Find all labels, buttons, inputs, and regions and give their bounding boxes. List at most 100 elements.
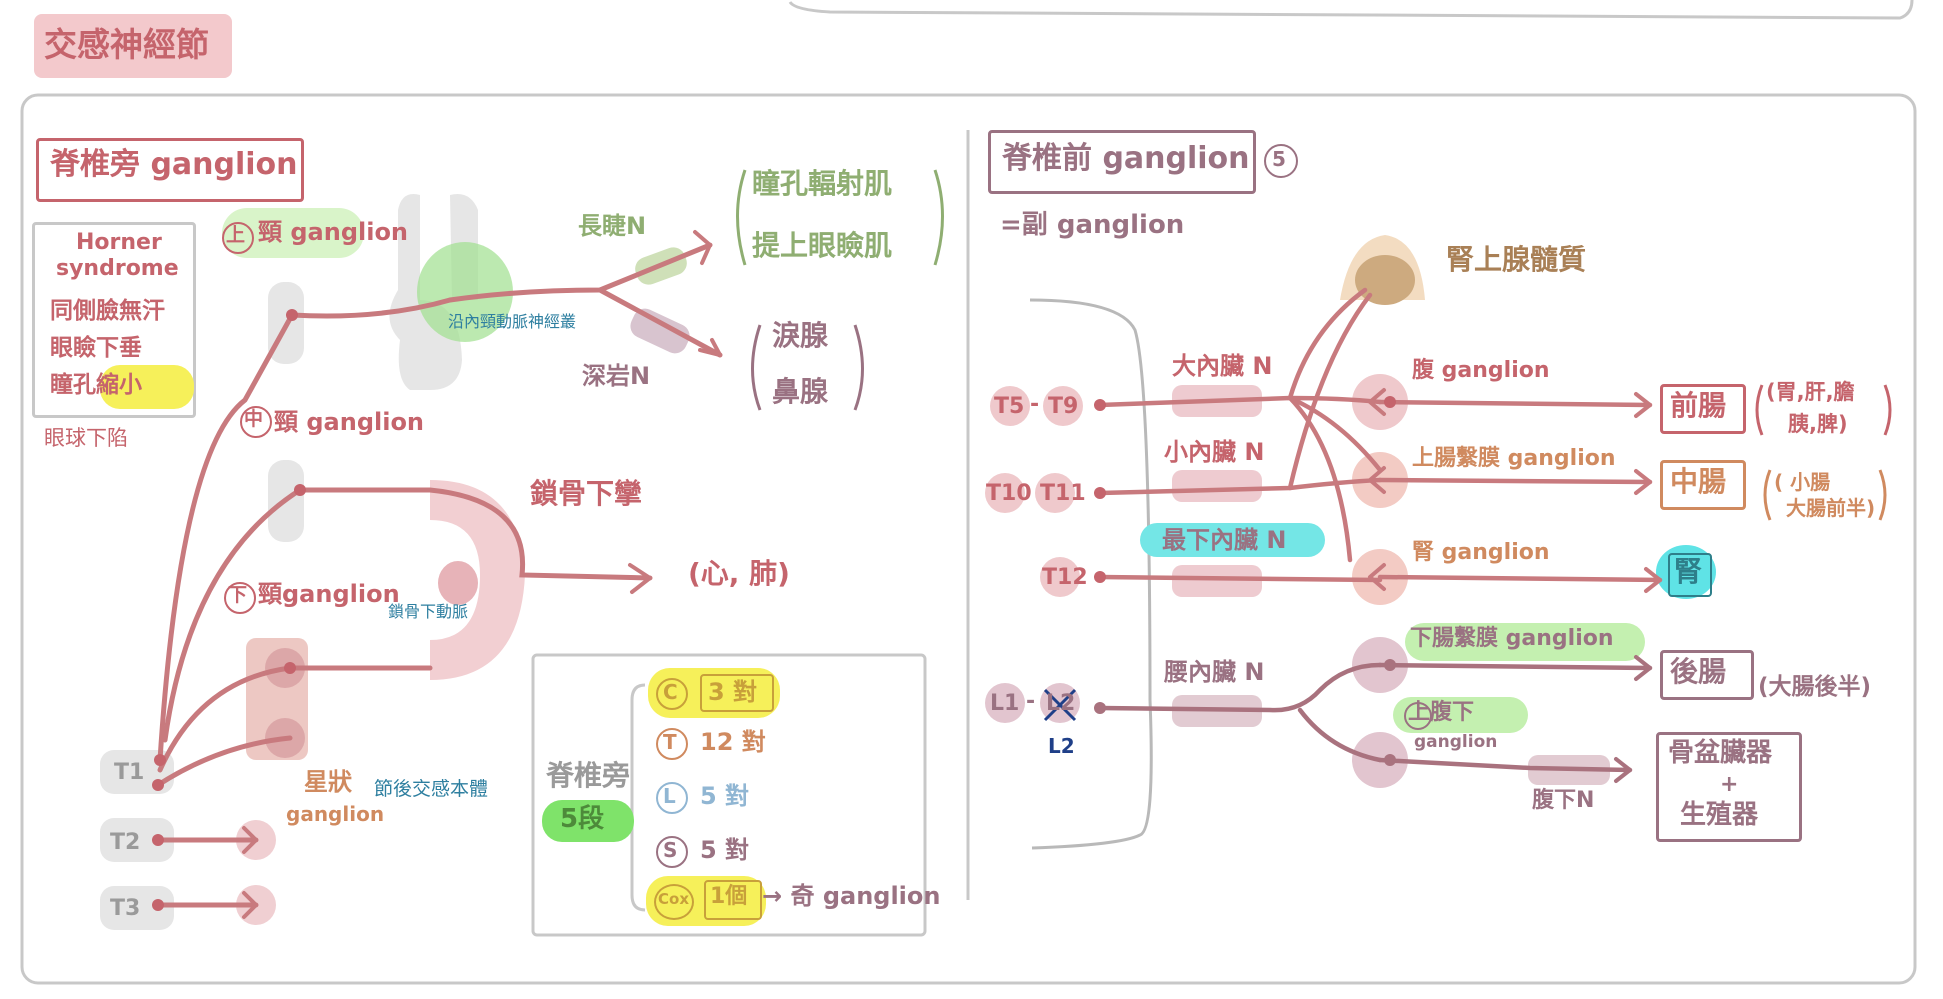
horner-title-2: syndrome	[56, 256, 179, 281]
summary-segments-badge: 5段	[560, 804, 605, 834]
t5-circle	[990, 386, 1030, 426]
level-l1-dash: -	[1026, 689, 1036, 714]
lumbar-to-hypogastric	[1297, 707, 1383, 763]
pelvic-organs-label: 骨盆臟器	[1668, 738, 1773, 768]
level-t5: T5	[994, 394, 1025, 419]
mid-cervical-to-heart	[297, 487, 653, 581]
sup-cervical-marker: 上	[226, 224, 246, 246]
hindgut-note: (大腸後半)	[1758, 674, 1872, 700]
level-l2-correction: L2	[1048, 734, 1075, 758]
lumbar-splanchnic-nerve	[1097, 662, 1383, 713]
sma-arrow	[1368, 466, 1386, 494]
celiac-to-foregut	[1377, 399, 1653, 408]
summary-row-c-letter: C	[663, 680, 678, 704]
summary-row-t-count: 12 對	[700, 728, 766, 756]
mid-cervical-dot	[294, 484, 306, 496]
sup-hypogastric-label: 上腹下	[1408, 700, 1475, 725]
sup-cervical-to-plexus	[289, 297, 453, 319]
l2-crossout	[1043, 688, 1077, 722]
sup-hypogastric-ganglion-label: ganglion	[1414, 732, 1498, 752]
t12-circle	[1040, 557, 1080, 597]
foregut-note-bracket-left	[1755, 384, 1764, 436]
title-highlight	[34, 14, 232, 78]
level-t5-dash: -	[1030, 392, 1040, 417]
midgut-note-bracket-left	[1763, 469, 1772, 521]
lesser-splanchnic-patch	[1172, 470, 1262, 502]
mid-cervical-marker: 中	[244, 408, 264, 430]
t2-dot	[152, 834, 164, 846]
target-arrow-1	[693, 230, 712, 265]
target-arrow-2	[698, 338, 722, 357]
greater-to-sma	[1287, 395, 1383, 473]
subclavian-artery-dot	[438, 561, 478, 605]
level-t11: T11	[1040, 481, 1086, 506]
trunk-dot-1	[154, 754, 166, 766]
subclavian-loop-shape	[430, 480, 525, 680]
right-section-header-box	[988, 130, 1256, 194]
foregut-note-bracket-right	[1883, 384, 1892, 436]
celiac-arrow	[1368, 388, 1386, 416]
lesser-splanchnic-label: 小內臟 N	[1164, 438, 1265, 466]
celiac-to-adrenal	[1287, 287, 1368, 401]
hypogastric-dot	[1384, 754, 1396, 766]
t2-vertebra-shape	[100, 818, 174, 862]
mid-cervical-marker-circle	[240, 406, 272, 438]
stellate-dot	[284, 662, 296, 674]
inf-cervical-marker-circle	[224, 582, 256, 614]
least-splanchnic-patch	[1172, 565, 1262, 597]
pelvic-plus-label: +	[1720, 772, 1739, 797]
target-bracket-right	[933, 169, 944, 266]
level-l2-crossed: L2	[1046, 691, 1076, 716]
renal-to-kidney	[1377, 574, 1663, 583]
summary-row-s-letter-circle	[656, 836, 688, 868]
ima-ganglion-label: 下腸繫膜 ganglion	[1410, 626, 1614, 651]
celiac-ganglion-label: 腹 ganglion	[1412, 358, 1550, 383]
right-header-count: 5	[1272, 147, 1286, 171]
t11-dot	[1094, 487, 1106, 499]
midgut-note-2: 大腸前半)	[1786, 496, 1876, 520]
target-bracket-left	[736, 169, 747, 266]
foregut-note-2: 胰,脾)	[1788, 412, 1848, 436]
midgut-label: 中腸	[1670, 465, 1727, 498]
summary-row-t-letter-circle	[656, 728, 688, 760]
t12-dot	[1094, 571, 1106, 583]
t3-dot	[152, 899, 164, 911]
plexus-to-lacrimal	[597, 287, 723, 358]
renal-ganglion-label: 腎 ganglion	[1412, 540, 1550, 565]
horner-box	[32, 222, 196, 418]
foregut-arrow	[1634, 392, 1652, 418]
level-l1: L1	[990, 691, 1020, 716]
carotid-shape	[389, 194, 462, 390]
horner-note: 眼球下陷	[44, 426, 128, 450]
left-section-header: 脊椎旁 ganglion	[50, 147, 298, 182]
heart-lung-label: (心, 肺)	[688, 557, 790, 590]
gland-bracket-left	[751, 324, 762, 411]
kidney-arrow	[1644, 567, 1662, 593]
sma-ganglion-label: 上腸繫膜 ganglion	[1412, 446, 1616, 471]
summary-row-s-letter: S	[663, 838, 678, 862]
inf-cervical-label: 頸ganglion	[258, 580, 400, 608]
summary-segments-highlight	[542, 800, 634, 842]
target-lacrimal-gland: 淚腺	[772, 319, 829, 352]
horner-item-3-highlight	[100, 365, 194, 409]
vertebral-column-outline	[1029, 298, 1153, 850]
inf-cervical-branch	[157, 665, 293, 773]
right-section-header: 脊椎前 ganglion	[1002, 141, 1250, 176]
right-header-count-circle	[1264, 144, 1298, 178]
plexus-to-targets	[447, 242, 713, 303]
summary-row-cox-note: → 奇 ganglion	[762, 882, 941, 910]
midgut-box	[1660, 460, 1746, 510]
deep-petrosal-n-label: 深岩N	[582, 362, 651, 390]
right-subheader: =副 ganglion	[1000, 210, 1185, 240]
sup-cervical-highlight	[222, 208, 364, 258]
t9-dot	[1094, 399, 1106, 411]
l1-circle	[985, 683, 1025, 723]
summary-row-t-letter: T	[663, 730, 677, 754]
horner-title-1: Horner	[76, 230, 162, 255]
least-splanchnic-highlight	[1140, 523, 1325, 557]
foregut-box	[1660, 384, 1746, 434]
vertebra-t2-label: T2	[110, 830, 141, 855]
lumbar-splanchnic-label: 腰內臟 N	[1164, 658, 1265, 686]
